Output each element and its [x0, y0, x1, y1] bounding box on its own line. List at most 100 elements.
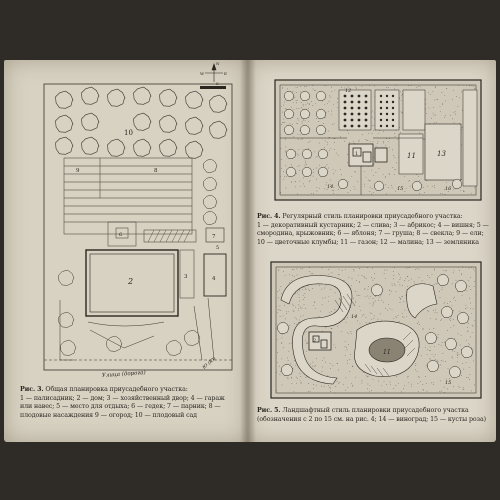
stipple-dot	[349, 359, 351, 360]
stipple-dot	[350, 189, 351, 191]
stipple-dot	[352, 140, 354, 142]
stipple-dot	[440, 319, 442, 321]
stipple-dot	[392, 271, 394, 272]
stipple-dot	[395, 316, 397, 318]
stipple-dot	[307, 391, 309, 392]
tree-icon	[159, 138, 178, 157]
stipple-dot	[427, 186, 429, 188]
stipple-dot	[296, 102, 298, 104]
plant-dot	[379, 94, 383, 98]
stipple-dot	[299, 134, 301, 136]
stipple-dot	[371, 277, 373, 278]
stipple-dot	[373, 163, 375, 165]
stipple-dot	[346, 317, 348, 319]
stipple-dot	[457, 266, 459, 268]
stipple-dot	[283, 118, 285, 120]
stipple-dot	[450, 318, 452, 319]
stipple-dot	[328, 385, 329, 386]
stipple-dot	[398, 272, 399, 274]
stipple-dot	[280, 371, 281, 373]
stipple-dot	[371, 169, 372, 171]
stipple-dot	[443, 391, 445, 393]
plant-dot	[364, 112, 368, 116]
stipple-dot	[401, 111, 403, 113]
stipple-dot	[277, 311, 278, 313]
stipple-dot	[403, 316, 405, 318]
stipple-dot	[294, 96, 296, 98]
stipple-dot	[410, 278, 412, 280]
stipple-dot	[365, 375, 367, 377]
stipple-dot	[363, 314, 365, 315]
stipple-dot	[288, 350, 290, 352]
stipple-dot	[397, 315, 399, 316]
stipple-dot	[296, 274, 298, 276]
stipple-dot	[458, 310, 460, 312]
stipple-dot	[393, 155, 394, 156]
stipple-dot	[313, 388, 315, 389]
stipple-dot	[299, 289, 300, 290]
side-strip-label: 3	[184, 274, 188, 280]
stipple-dot	[442, 104, 444, 105]
tree-icon	[284, 90, 295, 101]
stipple-dot	[432, 112, 434, 114]
stipple-dot	[367, 375, 369, 377]
stipple-dot	[281, 105, 282, 107]
stipple-dot	[389, 289, 391, 291]
stipple-dot	[284, 176, 285, 177]
stipple-dot	[319, 164, 320, 166]
stipple-dot	[416, 371, 418, 372]
stipple-dot	[298, 322, 300, 323]
stipple-dot	[333, 149, 335, 150]
stipple-dot	[304, 186, 305, 187]
stipple-dot	[461, 91, 462, 93]
stipple-dot	[283, 271, 284, 272]
stipple-dot	[373, 318, 375, 320]
stipple-dot	[302, 289, 303, 291]
tree-icon	[107, 88, 126, 107]
stipple-dot	[308, 103, 310, 104]
stipple-dot	[313, 193, 314, 194]
stipple-dot	[277, 352, 278, 353]
caption-text: 1 — палисадник; 2 — дом; 3 — хозяйственн…	[20, 394, 225, 419]
stipple-dot	[374, 85, 375, 87]
stipple-dot	[292, 367, 294, 369]
stipple-dot	[430, 318, 431, 320]
stipple-dot	[443, 303, 445, 305]
street-label: Улица (дорога)	[102, 369, 146, 379]
stipple-dot	[366, 376, 368, 378]
stipple-dot	[321, 303, 323, 305]
stipple-dot	[298, 307, 299, 309]
stipple-dot	[296, 382, 297, 384]
plant-dot	[343, 94, 347, 98]
plant-dot	[385, 106, 389, 110]
stipple-dot	[461, 274, 462, 276]
stipple-dot	[439, 391, 441, 392]
stipple-dot	[312, 84, 314, 86]
stipple-dot	[335, 386, 337, 387]
stipple-dot	[440, 344, 442, 346]
stipple-dot	[287, 357, 288, 359]
stipple-dot	[297, 133, 299, 135]
stipple-dot	[333, 344, 335, 346]
yard-label: 4	[212, 276, 216, 282]
stipple-dot	[383, 273, 385, 274]
stipple-dot	[394, 284, 396, 286]
plant-dot	[357, 94, 361, 98]
stipple-dot	[276, 339, 278, 341]
stipple-dot	[378, 168, 380, 169]
stipple-dot	[328, 296, 330, 298]
stipple-dot	[422, 389, 424, 390]
stipple-dot	[280, 310, 282, 311]
tree-icon	[461, 345, 474, 358]
stipple-dot	[303, 299, 304, 300]
stipple-dot	[375, 146, 377, 148]
stipple-dot	[316, 190, 318, 192]
tree-icon	[455, 279, 468, 292]
stipple-dot	[327, 142, 328, 143]
stipple-dot	[391, 290, 392, 292]
stipple-dot	[308, 288, 309, 290]
stipple-dot	[468, 267, 470, 269]
stipple-dot	[292, 310, 294, 311]
stipple-dot	[308, 383, 309, 384]
stipple-dot	[284, 274, 286, 276]
